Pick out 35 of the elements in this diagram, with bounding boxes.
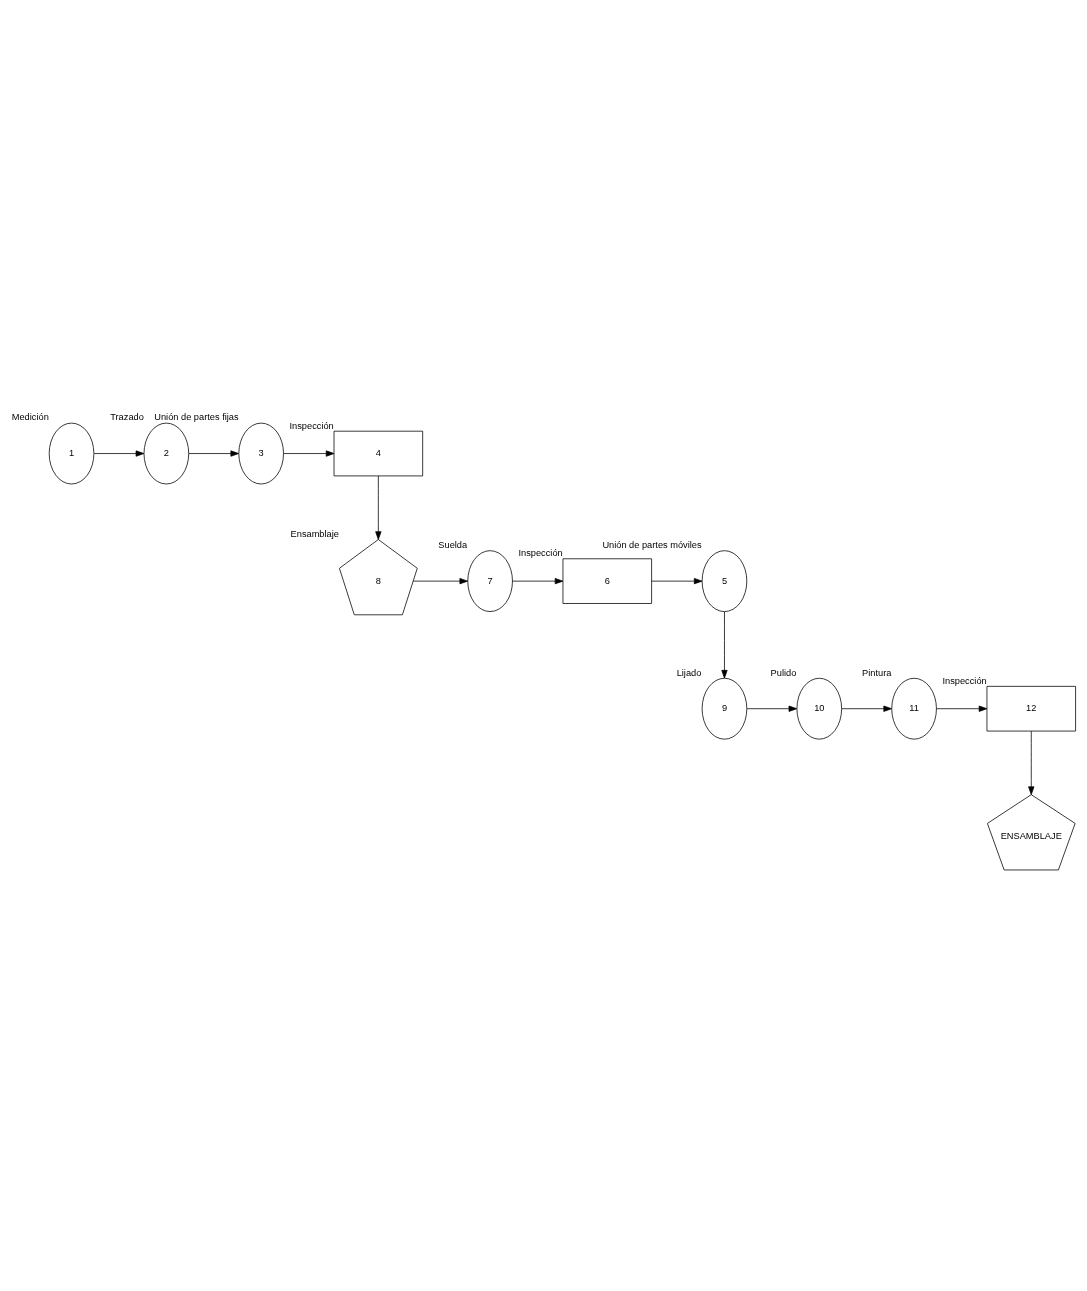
node-label: Unión de partes fijas bbox=[154, 412, 239, 423]
node-ellipse: 3 bbox=[238, 422, 284, 485]
arrow bbox=[721, 611, 728, 679]
arrow bbox=[412, 578, 468, 585]
node-ellipse: 9 bbox=[701, 677, 748, 740]
arrow bbox=[512, 578, 564, 585]
node-box: 4 bbox=[333, 430, 424, 477]
node-label: Medición bbox=[11, 412, 49, 423]
node-ellipse: 2 bbox=[143, 422, 190, 485]
node-label: Pulido bbox=[770, 667, 797, 678]
node-ellipse: 5 bbox=[701, 550, 748, 612]
node-box: 12 bbox=[986, 685, 1076, 732]
node-box: 6 bbox=[562, 558, 652, 604]
node-label: Trazado bbox=[110, 412, 144, 423]
arrow bbox=[936, 705, 988, 712]
arrow bbox=[93, 450, 145, 457]
arrow bbox=[1028, 730, 1035, 795]
node-ellipse: 1 bbox=[48, 422, 95, 485]
node-label: Lijado bbox=[676, 667, 702, 678]
arrow bbox=[283, 450, 335, 457]
node-label: Inspección bbox=[942, 675, 987, 686]
arrow bbox=[746, 705, 798, 712]
node-ellipse: 11 bbox=[891, 677, 937, 740]
node-label: Inspección bbox=[518, 548, 563, 559]
arrow bbox=[375, 475, 382, 540]
node-label: Pintura bbox=[862, 667, 892, 678]
node-ellipse: 7 bbox=[467, 550, 513, 612]
node-label: Unión de partes móviles bbox=[602, 540, 702, 551]
arrow bbox=[188, 450, 239, 457]
arrow bbox=[841, 705, 892, 712]
node-label: Suelda bbox=[438, 540, 468, 551]
node-label: Inspección bbox=[289, 420, 334, 431]
arrow bbox=[651, 578, 703, 585]
node-ellipse: 10 bbox=[796, 677, 842, 740]
node-label: Ensamblaje bbox=[290, 528, 339, 539]
